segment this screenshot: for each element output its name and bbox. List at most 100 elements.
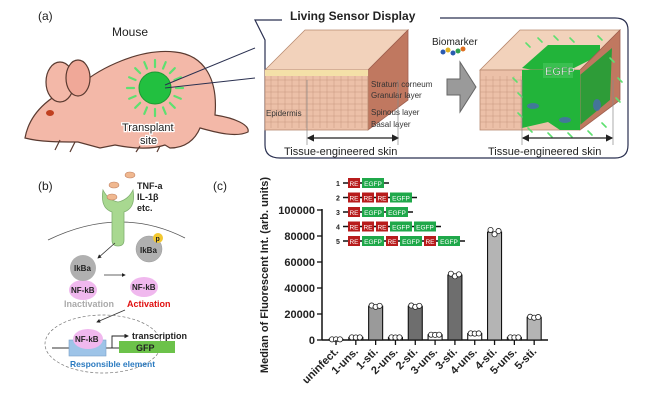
- re-element: [376, 221, 388, 232]
- glow-ray: [134, 67, 142, 75]
- mouse-illustration: [24, 50, 249, 153]
- ikba-icon: [70, 255, 96, 281]
- cytokine-icon: [106, 193, 118, 201]
- egfp-element: [438, 236, 460, 246]
- construct-part-label: RE: [349, 225, 359, 232]
- re-element: [386, 236, 398, 246]
- re-element: [362, 192, 374, 203]
- transcription-arrow: [111, 333, 129, 348]
- replicate-point: [336, 336, 343, 343]
- signal-arrow: [97, 242, 116, 259]
- layer-basal: Basal layer: [371, 120, 411, 129]
- bar: [368, 305, 384, 341]
- construct-part-label: RE: [349, 210, 359, 217]
- mouse-label: Mouse: [112, 25, 148, 39]
- construct-part-label: RE: [349, 181, 359, 188]
- translocation-arrow: [96, 309, 126, 323]
- re-element: [348, 207, 360, 217]
- egfp-element: [386, 207, 408, 217]
- glow-ray: [527, 127, 533, 133]
- construct-part-label: EGFP: [392, 225, 410, 232]
- nfkb-bound-dna-icon: [73, 329, 103, 349]
- glow-ray: [569, 37, 575, 43]
- gfp-label: GFP: [136, 343, 155, 353]
- cytokine-etc: etc.: [137, 203, 153, 213]
- transplant-glow: [125, 58, 185, 118]
- construct-number: 2: [336, 196, 340, 203]
- egfp-element: [362, 207, 384, 217]
- replicate-point: [356, 334, 363, 341]
- y-tick-label: 0: [309, 335, 315, 347]
- egfp-element: [400, 236, 422, 246]
- replicate-point: [436, 331, 443, 338]
- glow-ray: [168, 101, 176, 109]
- callout-line: [164, 77, 256, 89]
- ikba-label: IkBa: [74, 264, 91, 273]
- receptor-icon: [102, 188, 134, 247]
- re-element: [348, 236, 360, 246]
- bar: [407, 305, 423, 341]
- nfkb-free-icon: [130, 277, 158, 297]
- epidermis-label: Epidermis: [266, 109, 302, 118]
- replicate-point: [416, 302, 423, 309]
- skin-label-right: Tissue-engineered skin: [488, 146, 601, 158]
- re-element: [348, 221, 360, 232]
- mouse-eye: [46, 110, 54, 116]
- y-tick-label: 20000: [284, 309, 315, 321]
- construct-part-label: RE: [349, 196, 359, 203]
- y-tick-label: 80000: [284, 231, 315, 243]
- panel-c-label: (c): [213, 179, 227, 193]
- construct-part-label: EGFP: [440, 239, 458, 246]
- phospho-label: p: [156, 236, 160, 243]
- layer-granular: Granular layer: [371, 91, 422, 100]
- construct-part-label: RE: [377, 196, 387, 203]
- glow-ray: [517, 92, 523, 98]
- cytokine-tnf: TNF-a: [137, 181, 163, 191]
- glow-ray: [161, 61, 167, 70]
- construct-number: 4: [336, 225, 340, 232]
- construct-number: 3: [336, 210, 340, 217]
- layer-stratum-corneum: Stratum corneum: [371, 80, 433, 89]
- bar-chart: 020000400006000080000100000uninfect.1-un…: [278, 205, 548, 387]
- biomarker-label: Biomarker: [432, 37, 478, 48]
- construct-number: 5: [336, 239, 340, 246]
- construct-part-label: EGFP: [364, 239, 382, 246]
- skin-block-egfp: [479, 29, 621, 131]
- gfp-gene-box: [119, 341, 175, 353]
- display-title: Living Sensor Display: [290, 9, 416, 23]
- glow-ray: [597, 35, 603, 41]
- glow-ray: [512, 77, 518, 83]
- re-element: [376, 192, 388, 203]
- y-tick-label: 40000: [284, 283, 315, 295]
- replicate-point: [535, 314, 542, 321]
- ikba-label-free: IkBa: [140, 246, 157, 255]
- glow-ray: [609, 57, 615, 63]
- nfkb-icon: [69, 280, 97, 300]
- construct-part-label: EGFP: [392, 196, 410, 203]
- replicate-point: [487, 226, 494, 233]
- glow-ray: [143, 61, 149, 70]
- construct-part-label: EGFP: [388, 210, 406, 217]
- construct-part-label: RE: [349, 239, 359, 246]
- glow-ray: [601, 122, 607, 128]
- cytokine-il1b: IL-1β: [137, 192, 159, 202]
- glow-ray: [617, 77, 623, 83]
- replicate-point: [515, 334, 522, 341]
- cytokine-icon: [124, 171, 136, 179]
- bar: [447, 274, 463, 341]
- activation-label: Activation: [127, 299, 171, 309]
- inactivation-label: Inactivation: [64, 299, 114, 309]
- panel-b-label: (b): [38, 179, 53, 193]
- glow-ray: [173, 76, 182, 82]
- replicate-point: [376, 302, 383, 309]
- replicate-point: [495, 228, 502, 235]
- egfp-element: [362, 178, 384, 188]
- y-tick-label: 100000: [278, 205, 315, 217]
- egfp-label: EGFP: [545, 66, 575, 78]
- bar: [486, 231, 503, 341]
- egfp-element: [390, 192, 412, 203]
